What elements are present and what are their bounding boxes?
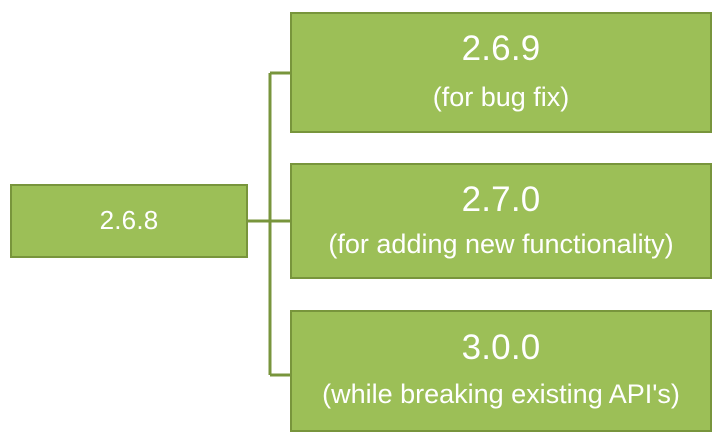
node-child-0-caption: (for bug fix) — [432, 81, 570, 112]
node-child-2-version-label: 3.0.0 — [461, 328, 541, 368]
node-child-1-version-label: 2.7.0 — [461, 180, 541, 220]
node-root-version-label: 2.6.8 — [99, 205, 159, 236]
node-child-bugfix[interactable]: 2.6.9 (for bug fix) — [290, 12, 712, 133]
node-child-major[interactable]: 3.0.0 (while breaking existing API's) — [290, 310, 712, 432]
node-child-1-caption: (for adding new functionality) — [328, 229, 674, 260]
node-root-version[interactable]: 2.6.8 — [10, 184, 248, 258]
node-child-minor[interactable]: 2.7.0 (for adding new functionality) — [290, 163, 712, 279]
node-child-0-version-label: 2.6.9 — [461, 28, 541, 68]
node-child-2-caption: (while breaking existing API's) — [322, 379, 680, 410]
